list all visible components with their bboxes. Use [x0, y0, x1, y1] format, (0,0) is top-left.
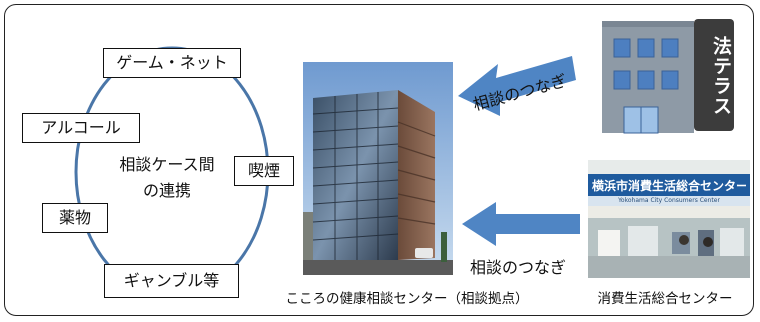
- bottom-link-label: 相談のつなぎ: [470, 258, 567, 277]
- center-label: 相談ケース間 の連携: [108, 152, 226, 204]
- consumer-center-sign-sub: Yokohama City Consumers Center: [618, 197, 720, 204]
- node-gambling: ギャンブル等: [104, 264, 239, 298]
- node-smoking: 喫煙: [234, 156, 294, 186]
- consultation-center-caption: こころの健康相談センター（相談拠点）: [285, 291, 529, 307]
- consultation-center-building-image: [303, 62, 453, 275]
- consumer-center-sign: 横浜市消費生活総合センター: [592, 179, 746, 193]
- top-link-arrow: [458, 56, 576, 116]
- houterasu-sign: 法テラス: [710, 36, 732, 116]
- node-alcohol: アルコール: [22, 113, 140, 143]
- node-game-net: ゲーム・ネット: [103, 48, 241, 78]
- center-label-line2: の連携: [142, 181, 191, 200]
- bottom-link-arrow: [462, 202, 580, 246]
- consumer-center-office-image: 横浜市消費生活総合センター Yokohama City Consumers Ce…: [588, 160, 750, 278]
- center-label-line1: 相談ケース間: [119, 155, 215, 174]
- consumer-center-caption: 消費生活総合センター: [597, 291, 733, 307]
- diagram-frame: [4, 4, 754, 316]
- houterasu-building-icon: [602, 19, 734, 134]
- node-drugs: 薬物: [42, 203, 108, 233]
